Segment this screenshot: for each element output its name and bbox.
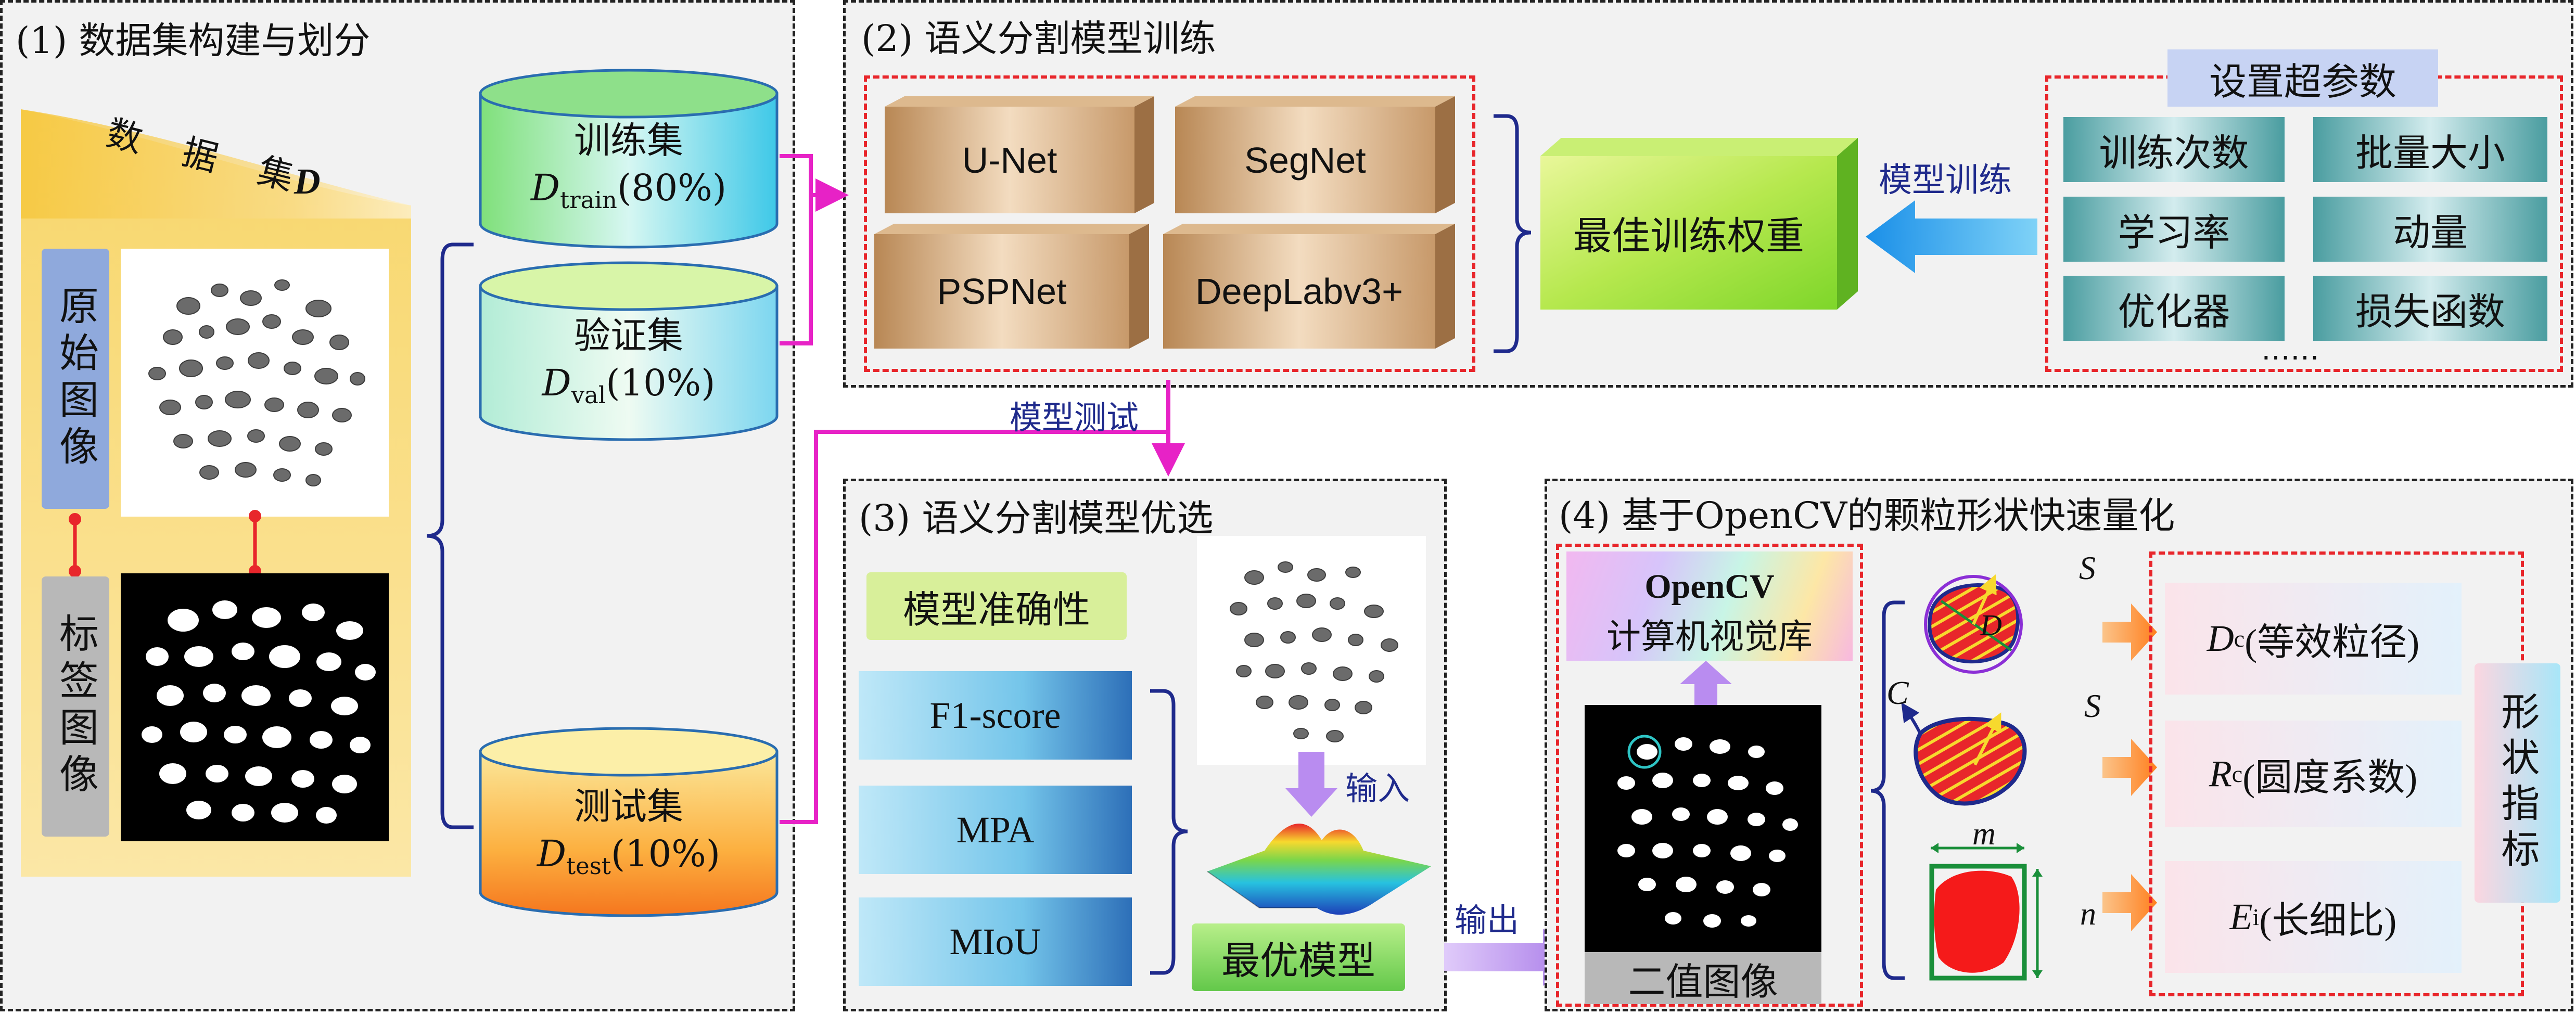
shape-index-label: 形状指标	[2475, 663, 2560, 903]
output-label: 输出	[1455, 901, 1520, 939]
panel1-title: (1) 数据集构建与划分	[16, 19, 371, 62]
var-s-1: S	[2079, 549, 2096, 586]
opencv-title: OpenCV	[1644, 568, 1775, 606]
input-label: 输入	[1345, 769, 1410, 807]
panel3-title: (3) 语义分割模型优选	[859, 497, 1214, 540]
test-pct: (10%)	[610, 832, 721, 875]
model-unet: U-Net	[962, 139, 1057, 181]
train-pct: (80%)	[617, 166, 727, 209]
orange-arrows	[2102, 604, 2157, 931]
original-particle-image	[121, 249, 389, 517]
models-brace	[1494, 114, 1532, 353]
test-cylinder	[479, 727, 779, 917]
train-cylinder	[479, 69, 779, 249]
best-weights-block	[1540, 138, 1858, 310]
best-weights-label: 最佳训练权重	[1573, 214, 1804, 259]
opencv-subtitle: 计算机视觉库	[1606, 617, 1813, 657]
var-m: m	[1972, 816, 1996, 852]
val-sub: val	[571, 381, 606, 409]
shape-ei-symbol: E	[2229, 896, 2253, 938]
test-symbol: D	[537, 832, 566, 875]
val-cylinder	[479, 261, 779, 441]
shape-ei-text: (长细比)	[2259, 900, 2397, 942]
train-arrow-label: 模型训练	[1879, 161, 2012, 200]
shape-brace	[1870, 600, 1905, 980]
test-name: 测试集	[574, 785, 683, 828]
surface-plot	[1207, 823, 1431, 915]
train-arrow	[1866, 200, 2037, 273]
opencv-block: OpenCV 计算机视觉库	[1566, 551, 1853, 661]
model-pspnet: PSPNet	[937, 271, 1067, 312]
panel4-title: (4) 基于OpenCV的颗粒形状快速量化	[1559, 494, 2175, 537]
input-image	[1197, 536, 1426, 765]
hyper-learning-rate: 学习率	[2063, 197, 2285, 262]
var-n: n	[2080, 896, 2096, 932]
dataset-brace	[426, 242, 474, 829]
hyper-optimizer: 优化器	[2063, 276, 2285, 341]
particle-diagrams	[1901, 574, 2043, 981]
opencv-box	[1556, 544, 1863, 1007]
var-c: C	[1886, 674, 1909, 711]
metric-mpa: MPA	[859, 786, 1132, 874]
val-symbol: D	[542, 362, 571, 404]
metrics-brace	[1150, 689, 1188, 975]
models-box	[864, 75, 1475, 372]
train-name: 训练集	[574, 119, 683, 162]
shape-ei-sub: i	[2252, 904, 2260, 930]
hyperparam-title: 设置超参数	[2167, 49, 2438, 107]
opencv-arrow	[1680, 661, 1732, 708]
hyper-batch-size: 批量大小	[2313, 117, 2547, 182]
hyper-ellipsis: ……	[2261, 333, 2319, 367]
val-pct: (10%)	[606, 362, 716, 404]
shape-dc-text: (等效粒径)	[2245, 622, 2420, 663]
train-sub: train	[560, 186, 617, 214]
test-sub: test	[566, 852, 611, 880]
binary-image-label: 二值图像	[1585, 952, 1821, 1004]
original-image-label: 原始图像	[42, 249, 109, 509]
hyper-momentum: 动量	[2313, 197, 2547, 262]
hyper-loss: 损失函数	[2313, 276, 2547, 341]
hyper-epochs: 训练次数	[2063, 117, 2285, 182]
model-deeplab: DeepLabv3+	[1195, 271, 1403, 312]
binary-image	[1585, 705, 1821, 952]
metric-miou: MIoU	[859, 897, 1132, 986]
train-symbol: D	[530, 166, 560, 209]
dataset-symbol: D	[294, 162, 321, 202]
input-arrow	[1285, 752, 1337, 817]
model-blocks	[874, 96, 1455, 349]
var-s-2: S	[2084, 687, 2101, 724]
test-arrow-label: 模型测试	[1010, 399, 1139, 437]
shape-dc-sub: c	[2234, 625, 2245, 652]
shape-rc-symbol: R	[2209, 753, 2232, 794]
label-image-label: 标签图像	[42, 576, 109, 837]
label-particle-image	[121, 573, 389, 841]
shape-rc-text: (圆度系数)	[2242, 757, 2418, 799]
model-segnet: SegNet	[1244, 139, 1366, 181]
accuracy-title: 模型准确性	[866, 572, 1127, 640]
shape-dc-symbol: D	[2207, 618, 2234, 659]
panel2-title: (2) 语义分割模型训练	[861, 17, 1216, 60]
var-d: D	[1980, 608, 2002, 642]
shape-rc-sub: c	[2231, 761, 2243, 787]
best-model: 最优模型	[1192, 923, 1405, 991]
metric-f1: F1-score	[859, 671, 1132, 760]
val-name: 验证集	[574, 314, 683, 357]
